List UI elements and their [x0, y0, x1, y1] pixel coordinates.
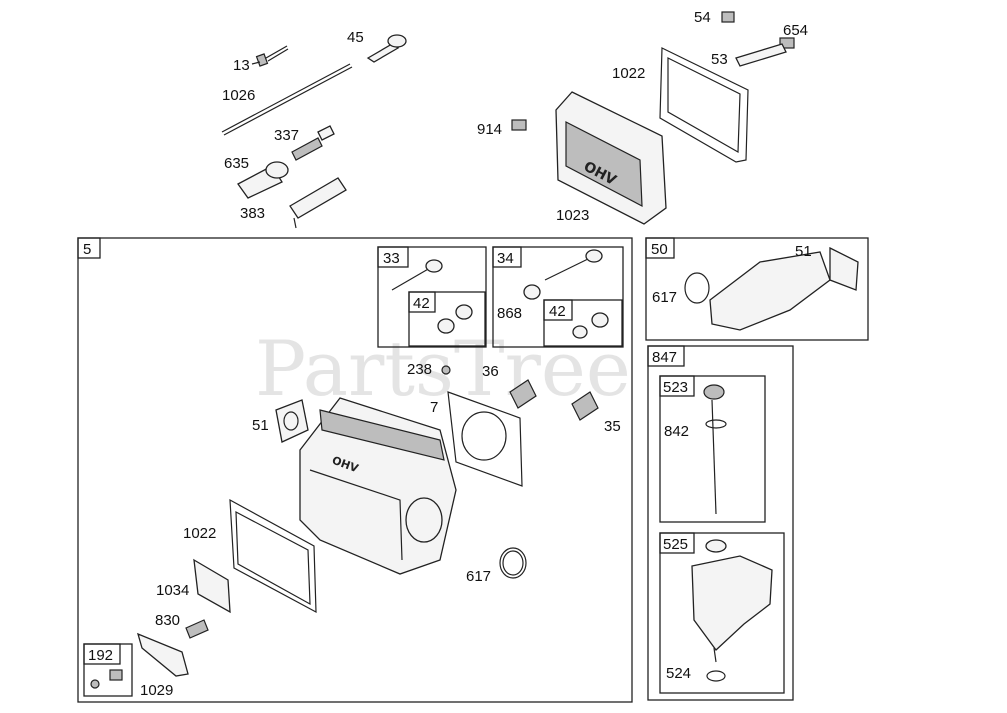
callout-1022-bottom: 1022 [183, 525, 216, 542]
callout-617-right: 617 [652, 289, 677, 306]
part-34-intake-valve[interactable] [544, 249, 603, 281]
box-tag-50 [645, 237, 675, 259]
callout-54: 54 [694, 9, 711, 26]
box-tag-42a [408, 291, 436, 313]
callout-383: 383 [240, 205, 265, 222]
box-tag-42b [543, 299, 573, 321]
part-51-intake-gasket[interactable] [275, 399, 309, 443]
box-label-42b: 42 [549, 303, 566, 320]
part-36-spring[interactable] [509, 379, 537, 409]
callout-238: 238 [407, 361, 432, 378]
callout-36: 36 [482, 363, 499, 380]
box-label-33: 33 [383, 250, 400, 267]
callout-45: 45 [347, 29, 364, 46]
callout-1029: 1029 [140, 682, 173, 699]
part-42-seal-a[interactable] [437, 304, 473, 334]
assembly-box-5 [77, 237, 633, 703]
callout-524: 524 [666, 665, 691, 682]
box-label-34: 34 [497, 250, 514, 267]
leader-13 [251, 61, 261, 65]
part-54-screw[interactable] [721, 11, 735, 23]
part-830-bolt[interactable] [185, 619, 209, 639]
box-label-42a: 42 [413, 295, 430, 312]
callout-1023: 1023 [556, 207, 589, 224]
part-53-breather[interactable] [735, 43, 787, 67]
callout-1022-top: 1022 [612, 65, 645, 82]
part-525-dipstick-tube[interactable] [691, 539, 773, 663]
box-label-192: 192 [88, 647, 113, 664]
callout-1034: 1034 [156, 582, 189, 599]
part-238-pin[interactable] [441, 365, 451, 375]
part-842-o-ring[interactable] [705, 419, 727, 429]
box-label-523: 523 [663, 379, 688, 396]
callout-51-right: 51 [795, 243, 812, 260]
box-label-50: 50 [651, 241, 668, 258]
kit-box-525 [659, 532, 785, 694]
box-tag-525 [659, 532, 695, 554]
callout-842: 842 [664, 423, 689, 440]
callout-868: 868 [497, 305, 522, 322]
box-tag-5 [77, 237, 101, 259]
part-1022-gasket-bottom[interactable] [229, 498, 317, 614]
part-1029-bracket[interactable] [137, 632, 189, 677]
part-635-boot[interactable] [237, 161, 289, 199]
callout-53: 53 [711, 51, 728, 68]
callout-617-bottom: 617 [466, 568, 491, 585]
box-tag-192 [83, 643, 121, 665]
assembly-box-847 [647, 345, 794, 701]
kit-box-42a [408, 291, 486, 347]
kit-box-33 [377, 246, 487, 348]
part-42-seal-b[interactable] [572, 312, 609, 339]
callout-337: 337 [274, 127, 299, 144]
part-617-o-ring-right[interactable] [684, 272, 710, 304]
part-192-fastener-kit[interactable] [90, 669, 123, 689]
callout-35: 35 [604, 418, 621, 435]
part-1022-gasket-top[interactable] [659, 47, 749, 163]
part-914-bolt[interactable] [511, 119, 527, 131]
kit-box-42b [543, 299, 623, 347]
box-tag-34 [492, 246, 522, 268]
part-524-o-ring[interactable] [706, 670, 726, 682]
assembly-box-50 [645, 237, 869, 341]
part-1026-pushrod[interactable] [221, 63, 353, 136]
kit-box-34 [492, 246, 624, 348]
part-cylinder-head[interactable]: OHV [299, 397, 457, 575]
part-523-dipstick[interactable] [703, 384, 725, 515]
callout-13: 13 [233, 57, 250, 74]
part-617-o-ring-bottom[interactable] [499, 547, 527, 579]
part-7-head-gasket[interactable] [447, 391, 523, 487]
part-1034-plate[interactable] [193, 558, 231, 614]
callout-830: 830 [155, 612, 180, 629]
callout-7: 7 [430, 399, 438, 416]
box-label-525: 525 [663, 536, 688, 553]
part-337-spark-plug[interactable] [291, 125, 335, 161]
part-654-stud[interactable] [779, 37, 795, 49]
part-33-exhaust-valve[interactable] [391, 259, 443, 291]
part-1023-valve-cover[interactable]: OHV [555, 91, 667, 225]
callout-1026: 1026 [222, 87, 255, 104]
callout-51-left: 51 [252, 417, 269, 434]
part-45-valve[interactable] [366, 34, 407, 63]
callout-914: 914 [477, 121, 502, 138]
part-13-bolt[interactable] [255, 45, 289, 67]
part-868-seal[interactable] [523, 284, 541, 300]
part-35-spring[interactable] [571, 391, 599, 421]
box-tag-847 [647, 345, 685, 367]
kit-box-523 [659, 375, 766, 523]
part-51-intake-manifold[interactable] [709, 246, 859, 331]
box-label-5: 5 [83, 241, 91, 258]
box-label-847: 847 [652, 349, 677, 366]
callout-654: 654 [783, 22, 808, 39]
part-383-tool[interactable] [289, 177, 347, 229]
box-tag-33 [377, 246, 409, 268]
callout-635: 635 [224, 155, 249, 172]
box-tag-523 [659, 375, 695, 397]
